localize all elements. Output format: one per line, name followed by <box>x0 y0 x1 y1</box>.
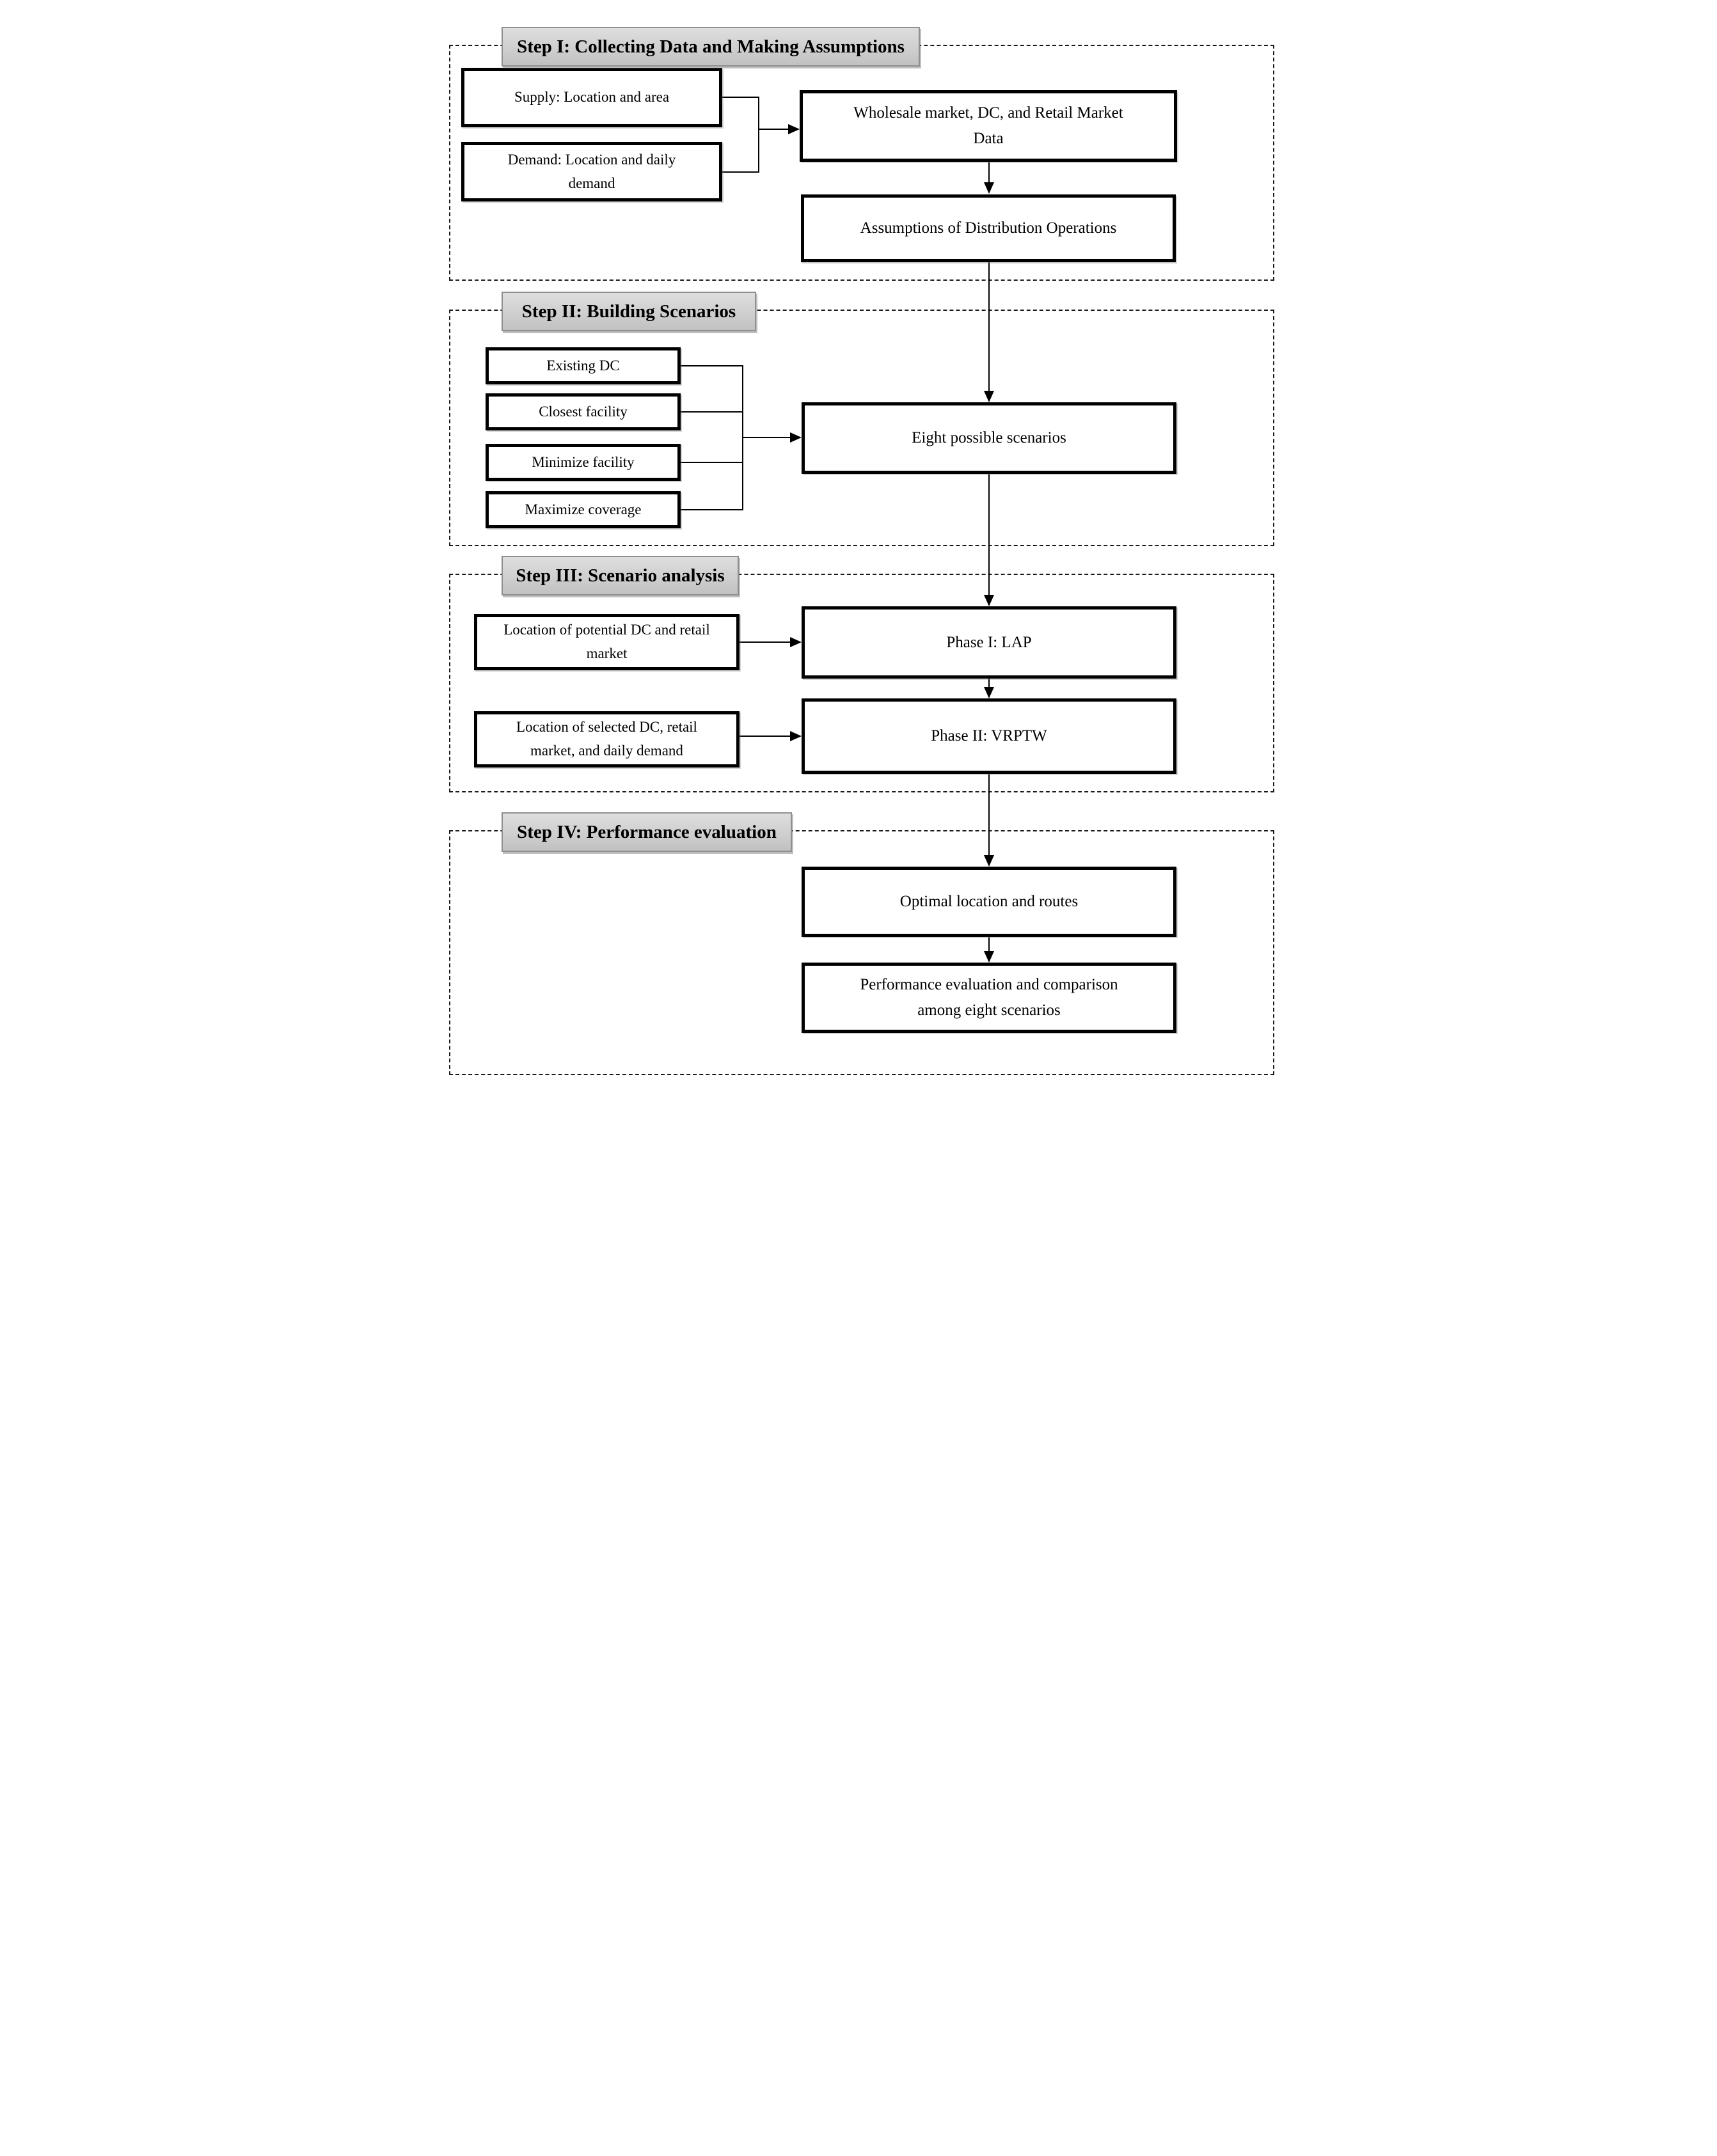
arrow-to-eight-line <box>743 437 790 438</box>
connector-demand-stub <box>722 171 759 173</box>
box-phase2-vrptw: Phase II: VRPTW <box>802 698 1176 774</box>
step3-container <box>449 574 1274 792</box>
step4-header: Step IV: Performance evaluation <box>502 812 792 852</box>
arrow-lap-to-vrptw-line <box>988 679 990 688</box>
box-potential-dc: Location of potential DC and retail mark… <box>474 614 740 670</box>
arrow-to-eight-head <box>790 432 802 443</box>
step1-header: Step I: Collecting Data and Making Assum… <box>502 27 920 67</box>
arrow-optimal-to-performance-head <box>984 951 994 963</box>
box-maximize-coverage: Maximize coverage <box>486 491 681 528</box>
step2-header: Step II: Building Scenarios <box>502 292 756 331</box>
box-minimize-facility: Minimize facility <box>486 444 681 481</box>
box-phase1-lap: Phase I: LAP <box>802 606 1176 679</box>
connector-step2-bracket <box>742 365 743 510</box>
arrow-assumptions-to-eight-head <box>984 391 994 402</box>
box-selected-dc: Location of selected DC, retail market, … <box>474 711 740 767</box>
arrow-eight-to-lap-line <box>988 474 990 596</box>
box-performance-evaluation: Performance evaluation and comparison am… <box>802 963 1176 1033</box>
step3-header: Step III: Scenario analysis <box>502 556 739 595</box>
box-existing-dc: Existing DC <box>486 347 681 384</box>
arrow-wholesale-to-assumptions-head <box>984 182 994 194</box>
arrow-vrptw-to-optimal-line <box>988 774 990 856</box>
box-eight-scenarios: Eight possible scenarios <box>802 402 1176 474</box>
arrow-eight-to-lap-head <box>984 595 994 606</box>
flowchart-canvas: Supply: Location and area Demand: Locati… <box>429 0 1288 1078</box>
connector-step1-bracket <box>758 97 759 173</box>
box-demand: Demand: Location and daily demand <box>461 142 722 201</box>
box-wholesale-market-data: Wholesale market, DC, and Retail Market … <box>800 90 1177 162</box>
arrow-to-wholesale-head <box>788 124 800 134</box>
arrow-to-vrptw-head <box>790 731 802 741</box>
box-closest-facility: Closest facility <box>486 393 681 430</box>
connector-maximize-stub <box>681 509 743 510</box>
step4-container <box>449 830 1274 1075</box>
arrow-vrptw-to-optimal-head <box>984 855 994 867</box>
arrow-to-vrptw-line <box>740 736 790 737</box>
box-supply: Supply: Location and area <box>461 68 722 127</box>
arrow-to-lap-head <box>790 637 802 647</box>
arrow-optimal-to-performance-line <box>988 937 990 952</box>
connector-minimize-stub <box>681 462 743 463</box>
box-optimal-location-routes: Optimal location and routes <box>802 867 1176 937</box>
arrow-wholesale-to-assumptions-line <box>988 162 990 184</box>
connector-closest-stub <box>681 411 743 413</box>
arrow-to-lap-line <box>740 641 790 643</box>
connector-existing-stub <box>681 365 743 366</box>
box-assumptions: Assumptions of Distribution Operations <box>801 194 1176 262</box>
arrow-lap-to-vrptw-head <box>984 687 994 698</box>
arrow-assumptions-to-eight-line <box>988 262 990 392</box>
connector-supply-stub <box>722 97 759 98</box>
step2-container <box>449 310 1274 546</box>
arrow-to-wholesale-line <box>759 129 789 130</box>
